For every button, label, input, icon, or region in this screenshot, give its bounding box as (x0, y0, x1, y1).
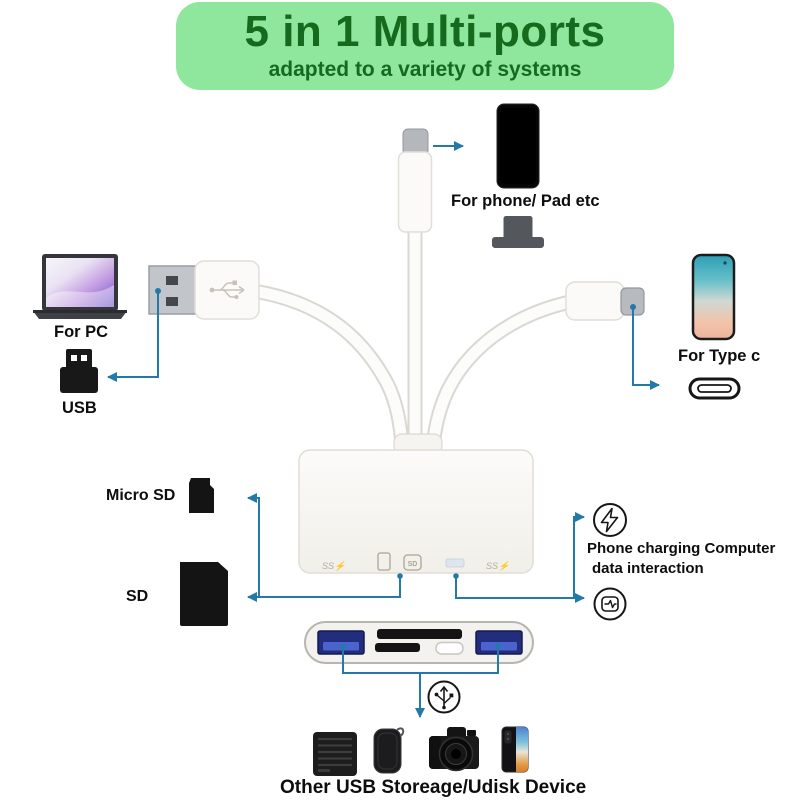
arrow-hub-to-sd (247, 577, 401, 602)
label-charging-line2: data interaction (592, 560, 704, 577)
banner: 5 in 1 Multi-ports adapted to a variety … (176, 2, 674, 90)
hub-body: SS⚡ SD SS⚡ (298, 433, 534, 574)
data-sync-icon (593, 587, 627, 621)
arrow-branch-to-charging-icon (573, 512, 585, 598)
micro-sd-card-image (189, 478, 214, 513)
lightning-connector (397, 128, 433, 233)
hard-drive-image (313, 732, 357, 776)
label-usb: USB (62, 399, 97, 417)
camera-image (429, 727, 479, 772)
arrow-branch-to-micro-sd (247, 493, 260, 597)
label-bottom-devices: Other USB Storeage/Udisk Device (280, 777, 587, 798)
sd-slot (377, 629, 462, 639)
hub-tf-icon (377, 552, 391, 571)
usb-a-connector (148, 260, 260, 320)
usb-logo-etch (209, 280, 245, 299)
arrow-hub-to-data-icon (455, 577, 585, 603)
hub-slot-mark (445, 558, 465, 568)
laptop-image (33, 254, 127, 319)
samsung-phone-image (691, 253, 736, 341)
dock-plug-image (492, 216, 544, 248)
label-for-phone-pad: For phone/ Pad etc (451, 192, 600, 210)
banner-title: 5 in 1 Multi-ports (244, 7, 606, 57)
usb-trident-icon (427, 680, 461, 714)
smartphone-image (501, 726, 529, 773)
charging-icon (593, 503, 627, 537)
hub-sd-icon: SD (403, 554, 422, 571)
usb-plug-icon (60, 349, 98, 393)
type-c-port-icon (688, 377, 741, 400)
annotation-arrows (107, 141, 660, 718)
svg-text:SD: SD (408, 561, 418, 568)
label-micro-sd: Micro SD (106, 487, 176, 504)
label-sd: SD (126, 588, 149, 605)
label-for-pc: For PC (54, 323, 109, 341)
usb-port-left (317, 630, 365, 655)
banner-subtitle: adapted to a variety of systems (268, 57, 582, 81)
arrow-usb-a-to-usb-icon (107, 291, 159, 382)
type-c-port (435, 641, 464, 655)
arrow-type-c-to-port-icon (632, 307, 660, 390)
hub-ss-marking-left: SS⚡ (322, 560, 346, 572)
phone-top-image (496, 103, 540, 189)
label-for-type-c: For Type c (678, 347, 761, 365)
udisk-pouch-image (373, 727, 405, 774)
ports-bar-image (304, 621, 534, 664)
annotation-dots (155, 288, 636, 650)
adapter-cables (246, 210, 578, 458)
hub-ss-marking-right: SS⚡ (486, 560, 510, 572)
sd-card-image (180, 562, 228, 626)
micro-sd-slot (375, 643, 420, 652)
label-charging-line1: Phone charging Computer (587, 540, 776, 557)
